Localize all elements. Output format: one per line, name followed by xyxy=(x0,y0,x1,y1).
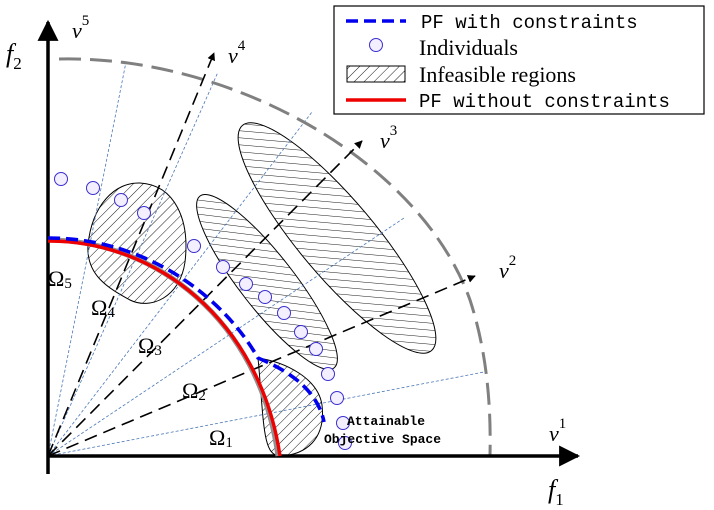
individual-point xyxy=(137,206,151,220)
individual-point xyxy=(54,172,68,186)
vector-label-v3: v3 xyxy=(380,123,397,153)
vector-label-v1: v1 xyxy=(549,416,566,446)
legend-label-pf-without-constraints: PF without constraints xyxy=(419,91,670,113)
individual-point xyxy=(321,367,335,381)
vector-v3-arrow xyxy=(47,140,363,457)
individual-point xyxy=(239,277,253,291)
legend-marker-individuals xyxy=(369,38,383,52)
individual-point xyxy=(216,260,230,274)
legend: PF with constraints Individuals Infeasib… xyxy=(333,5,705,115)
reference-vector-arrows xyxy=(47,52,476,457)
individual-point xyxy=(338,436,352,450)
individual-point xyxy=(336,416,350,430)
individuals xyxy=(54,172,352,450)
pf-without-constraints-curve xyxy=(47,239,282,457)
region-label-omega4: Ω4 xyxy=(91,295,115,321)
legend-box xyxy=(333,5,705,115)
individual-point xyxy=(114,193,128,207)
annotation-objective-space: Objective Space xyxy=(324,432,441,447)
region-label-omega3: Ω3 xyxy=(138,333,162,359)
region-label-omega2: Ω2 xyxy=(182,378,206,404)
individual-point xyxy=(330,391,344,405)
individual-point xyxy=(86,181,100,195)
individual-point xyxy=(187,239,201,253)
individual-point xyxy=(258,290,272,304)
legend-label-pf-with-constraints: PF with constraints xyxy=(421,12,638,34)
legend-marker-infeasible-regions xyxy=(346,65,406,83)
individual-point xyxy=(277,306,291,320)
legend-label-individuals: Individuals xyxy=(419,35,518,60)
individual-point xyxy=(309,342,323,356)
infeasible-region-top xyxy=(237,122,437,354)
vector-label-v2: v2 xyxy=(499,253,516,283)
vector-v4-arrow xyxy=(47,52,215,457)
y-axis-label: f2 xyxy=(6,39,22,73)
legend-label-infeasible-regions: Infeasible regions xyxy=(419,62,576,87)
vector-v2-arrow xyxy=(47,275,476,457)
vector-label-v5: v5 xyxy=(72,13,89,43)
x-axis-label: f1 xyxy=(548,475,564,509)
annotation-attainable: Attainable xyxy=(347,414,425,429)
individual-point xyxy=(294,325,308,339)
vector-label-v4: v4 xyxy=(228,38,246,68)
region-label-omega1: Ω1 xyxy=(209,425,233,451)
attainable-space-boundary xyxy=(58,57,492,457)
pf-with-constraints-curve xyxy=(47,236,326,423)
region-label-omega5: Ω5 xyxy=(48,266,72,292)
